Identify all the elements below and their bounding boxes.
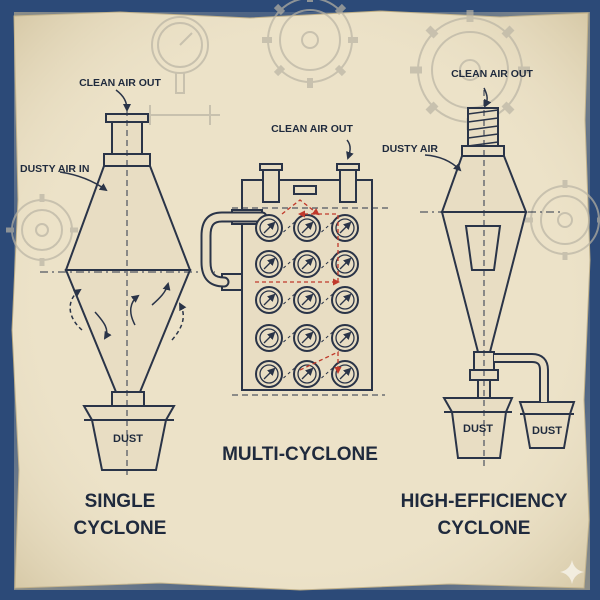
mini-cyclone-tube (331, 286, 359, 314)
mini-cyclone-tube (293, 324, 321, 352)
he-vortex-finder (464, 225, 502, 271)
mini-cyclone-tube (293, 286, 321, 314)
multi-cyclone (200, 139, 390, 396)
multi-inlet-stub (262, 167, 280, 203)
single-swirl-arrow (171, 302, 187, 341)
mini-cyclone-tube (331, 360, 359, 388)
multi-clean-air-arrow (346, 139, 354, 160)
multi-inlet-flange (259, 163, 283, 171)
mini-cyclone-tube (255, 360, 283, 388)
he-dusty-air-arrow (424, 154, 462, 172)
mini-flow-line (278, 255, 298, 273)
single-dusty-air-label: DUSTY AIR IN (20, 163, 89, 175)
he-clean-air-arrow (483, 87, 492, 108)
multi-cyclone-grid (255, 214, 359, 388)
mini-cyclone-tube (293, 360, 321, 388)
pressure-gauge-icon (140, 16, 220, 125)
mini-flow-line (316, 219, 336, 237)
single-dust-outlet (111, 391, 145, 407)
mini-flow-line (278, 329, 298, 347)
gear-icon (262, 0, 358, 88)
mini-flow-line (316, 329, 336, 347)
single-swirl-arrow (130, 294, 140, 326)
mini-flow-line (278, 219, 298, 237)
single-clean-air-label: CLEAN AIR OUT (79, 77, 161, 89)
mini-flow-line (316, 365, 336, 383)
gear-icon (525, 180, 600, 260)
mini-flow-line (278, 291, 298, 309)
multi-flow-arrow (281, 199, 320, 216)
mini-cyclone-tube (255, 214, 283, 242)
multi-flow-arrow (299, 350, 342, 374)
mini-cyclone-tube (255, 324, 283, 352)
single-swirl-arrow (69, 288, 83, 331)
single-clean-air-arrow (115, 89, 131, 112)
single-title-line-1: SINGLE (85, 491, 156, 512)
mini-cyclone-tube (255, 250, 283, 278)
multi-top-slot (293, 185, 317, 195)
he-thread-lines (467, 109, 499, 147)
multi-clean-air-label: CLEAN AIR OUT (271, 123, 353, 135)
gear-icon (6, 194, 78, 266)
single-title-line-2: CYCLONE (74, 518, 167, 539)
mini-cyclone-tube (293, 250, 321, 278)
single-dusty-air-arrow (59, 171, 108, 192)
mini-cyclone-tube (331, 214, 359, 242)
multi-outlet-stub (339, 167, 357, 203)
mini-cyclone-tube (255, 286, 283, 314)
he-dust-label-primary: DUST (463, 423, 493, 435)
he-clean-air-label: CLEAN AIR OUT (451, 68, 533, 80)
single-swirl-arrow (151, 282, 171, 306)
he-dusty-air-label: DUSTY AIR (382, 143, 438, 155)
single-swirl-arrow (94, 311, 112, 340)
single-dust-label: DUST (113, 433, 143, 445)
he-title-line-2: CYCLONE (438, 518, 531, 539)
mini-flow-line (316, 291, 336, 309)
mini-cyclone-tube (331, 324, 359, 352)
sparkle-icon (560, 560, 584, 584)
multi-outlet-flange (336, 163, 360, 171)
mini-flow-line (278, 365, 298, 383)
mini-cyclone-tube (293, 214, 321, 242)
he-title-line-1: HIGH-EFFICIENCY (401, 491, 568, 512)
mini-flow-line (316, 255, 336, 273)
mini-cyclone-tube (331, 250, 359, 278)
he-dust-label-secondary: DUST (532, 425, 562, 437)
he-outlet-collar (461, 145, 505, 157)
multi-title: MULTI-CYCLONE (222, 444, 378, 465)
